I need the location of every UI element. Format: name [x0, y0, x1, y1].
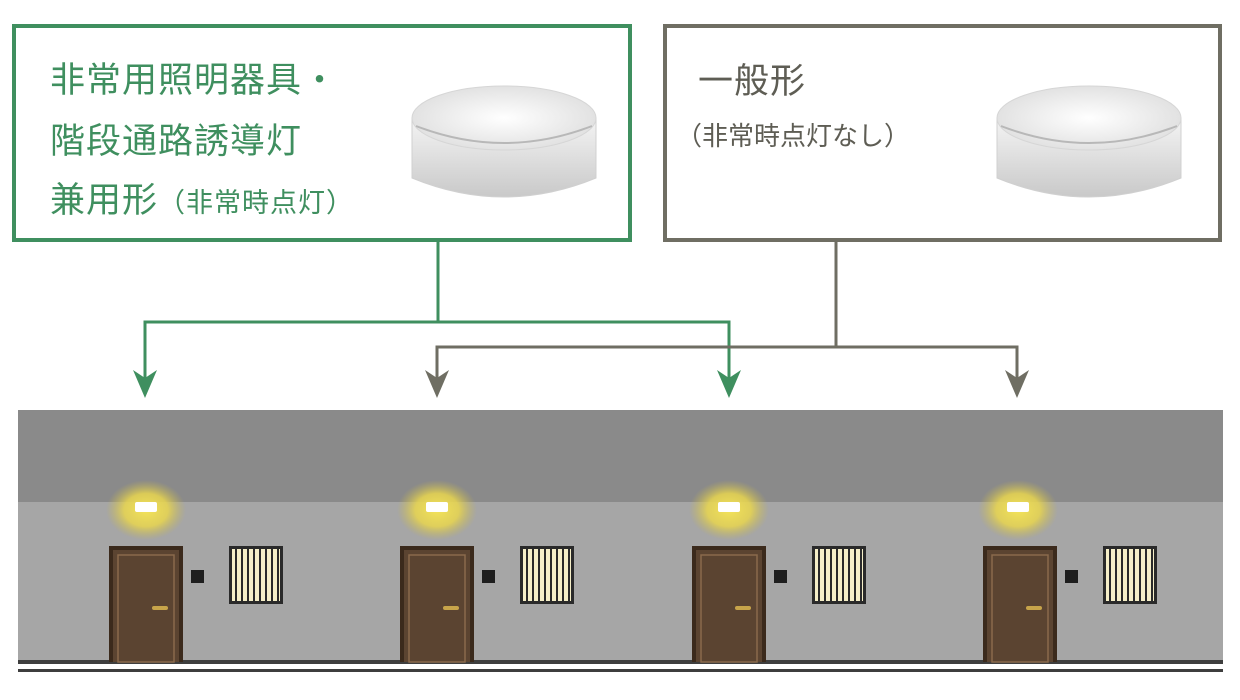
general-connector [435, 242, 1019, 380]
window-bar [544, 549, 546, 601]
arrow-down-icon [1005, 370, 1029, 398]
intercom-icon [774, 570, 787, 583]
window-bar [1121, 549, 1123, 601]
window-bar [562, 549, 564, 601]
emergency-fixture-box: 非常用照明器具・ 階段通路誘導灯 兼用形（非常時点灯） [12, 24, 632, 242]
emergency-title-line1: 非常用照明器具・ [50, 61, 339, 101]
window-bar [526, 549, 528, 601]
general-note: （非常時点灯なし） [676, 122, 911, 152]
window-bar [836, 549, 838, 601]
window-bar [1109, 549, 1111, 601]
window-bar [1151, 549, 1153, 601]
general-ceiling-light [426, 502, 448, 512]
window-bar [235, 549, 237, 601]
door [404, 550, 470, 662]
window-bar [271, 549, 273, 601]
window-bar [1133, 549, 1135, 601]
window-bar [277, 549, 279, 601]
door-handle [152, 606, 168, 610]
door-panel [700, 554, 758, 663]
corridor-units [106, 480, 1157, 663]
ceiling-light-fixture-image [996, 85, 1182, 198]
intercom-icon [191, 570, 204, 583]
door [113, 550, 179, 662]
window-bar [265, 549, 267, 601]
window-bar [532, 549, 534, 601]
door-panel [117, 554, 175, 663]
window-bar [568, 549, 570, 601]
corridor-floor-line [18, 660, 1223, 664]
window-bar [550, 549, 552, 601]
window-bar [854, 549, 856, 601]
window-bar [830, 549, 832, 601]
window-bar [824, 549, 826, 601]
general-fixture-box: 一般形 （非常時点灯なし） [663, 24, 1222, 242]
window-bar [860, 549, 862, 601]
window-bar [538, 549, 540, 601]
door-panel [991, 554, 1049, 663]
window-bar [848, 549, 850, 601]
intercom-icon [482, 570, 495, 583]
arrow-down-icon [717, 370, 741, 398]
emergency-title-line2: 階段通路誘導灯 [50, 122, 303, 162]
door-handle [443, 606, 459, 610]
ceiling-light-fixture-image [411, 85, 597, 198]
emergency-ceiling-light [718, 502, 740, 512]
door-handle [735, 606, 751, 610]
general-ceiling-light [1007, 502, 1029, 512]
door [987, 550, 1053, 662]
window-bar [1139, 549, 1141, 601]
window-bar [247, 549, 249, 601]
window-bar [818, 549, 820, 601]
window-bar [259, 549, 261, 601]
emergency-title-line3: 兼用形（非常時点灯） [50, 180, 354, 225]
emergency-note: （非常時点灯） [158, 188, 355, 219]
general-title: 一般形 [698, 62, 807, 102]
window-bar [1115, 549, 1117, 601]
door-handle [1026, 606, 1042, 610]
window-bar [556, 549, 558, 601]
emergency-connector [143, 242, 731, 380]
window-bar [253, 549, 255, 601]
window-bar [241, 549, 243, 601]
emergency-title-type: 兼用形 [50, 181, 159, 221]
window-bar [842, 549, 844, 601]
emergency-ceiling-light [135, 502, 157, 512]
door-panel [408, 554, 466, 663]
arrow-down-icon [133, 370, 157, 398]
intercom-icon [1065, 570, 1078, 583]
arrow-down-icon [425, 370, 449, 398]
window-bar [1145, 549, 1147, 601]
window-bar [1127, 549, 1129, 601]
door [696, 550, 762, 662]
corridor-floor-line [18, 669, 1223, 672]
